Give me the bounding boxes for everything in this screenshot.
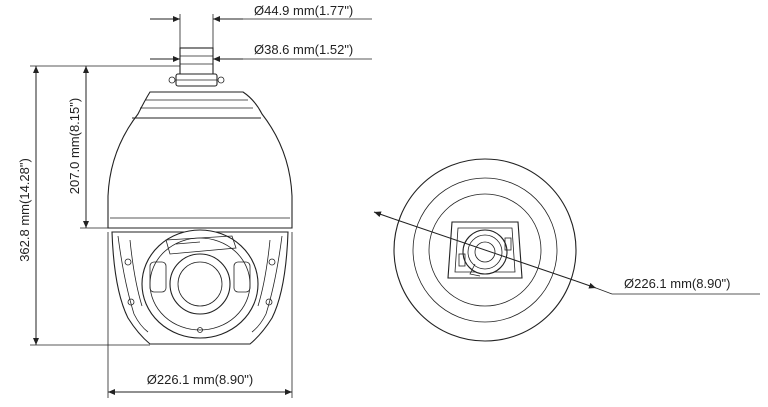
pipe-outer (462, 229, 508, 275)
top-view-dimension: Ø226.1 mm(8.90") (373, 211, 760, 295)
top-outer-diameter-label: Ø44.9 mm(1.77") (254, 3, 353, 18)
mount-pipe (179, 47, 214, 77)
ir-window-right (233, 261, 251, 293)
dome-height-label: 207.0 mm(8.15") (67, 98, 82, 194)
total-height-label: 362.8 mm(14.28") (17, 158, 32, 262)
side-view-dimensions: Ø44.9 mm(1.77") Ø38.6 mm(1.52") 362.8 mm… (17, 3, 372, 398)
top-view-diameter-label: Ø226.1 mm(8.90") (624, 276, 731, 291)
lens (169, 253, 231, 315)
side-width-label: Ø226.1 mm(8.90") (147, 372, 254, 387)
side-view-camera (107, 47, 293, 345)
top-inner-diameter-label: Ø38.6 mm(1.52") (254, 42, 353, 57)
ir-window-left (149, 261, 167, 293)
dome-housing (107, 91, 293, 229)
